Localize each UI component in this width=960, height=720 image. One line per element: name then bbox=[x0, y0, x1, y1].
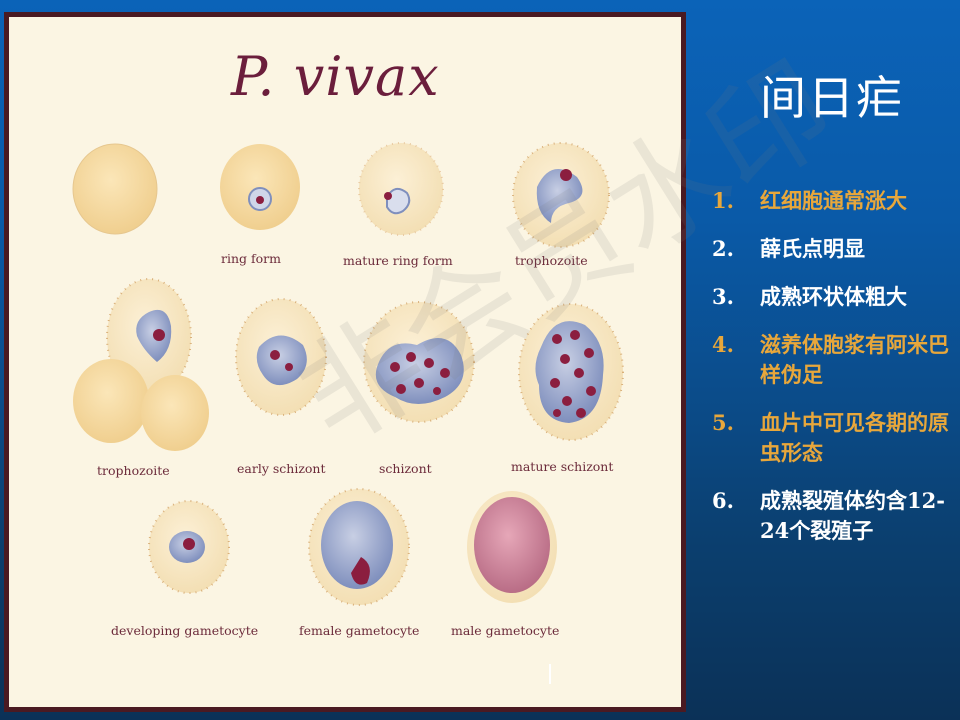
feature-number: 5. bbox=[712, 410, 734, 435]
plate-title: P. vivax bbox=[231, 45, 440, 108]
rbc-lower-left-2 bbox=[141, 375, 209, 451]
feature-text: 成熟裂殖体约含12-24个裂殖子 bbox=[760, 488, 945, 543]
feature-number: 1. bbox=[712, 188, 734, 213]
feature-item-1: 1. 红细胞通常涨大 bbox=[712, 186, 956, 216]
feature-number: 2. bbox=[712, 236, 734, 261]
feature-item-3: 3. 成熟环状体粗大 bbox=[712, 282, 956, 312]
feature-item-4: 4. 滋养体胞浆有阿米巴样伪足 bbox=[712, 330, 956, 390]
label-mature-ring-form: mature ring form bbox=[343, 253, 453, 268]
feature-number: 6. bbox=[712, 488, 734, 513]
label-trophozoite-left: trophozoite bbox=[97, 463, 170, 478]
slide-title: 间日疟 bbox=[760, 71, 904, 125]
label-female-gametocyte: female gametocyte bbox=[299, 623, 420, 638]
feature-text: 成熟环状体粗大 bbox=[760, 284, 907, 309]
feature-list: 1. 红细胞通常涨大 2. 薛氏点明显 3. 成熟环状体粗大 4. 滋养体胞浆有… bbox=[712, 186, 956, 564]
label-trophozoite-top: trophozoite bbox=[515, 253, 588, 268]
parasite-illustration-plate: P. vivax ring form mature ring form trop… bbox=[4, 12, 686, 712]
label-mature-schizont: mature schizont bbox=[511, 459, 614, 474]
feature-text: 滋养体胞浆有阿米巴样伪足 bbox=[760, 332, 949, 387]
label-schizont: schizont bbox=[379, 461, 432, 476]
feature-text: 红细胞通常涨大 bbox=[760, 188, 907, 213]
normal-rbc bbox=[72, 143, 158, 235]
feature-item-6: 6. 成熟裂殖体约含12-24个裂殖子 bbox=[712, 486, 956, 546]
feature-text: 薛氏点明显 bbox=[760, 236, 865, 261]
label-male-gametocyte: male gametocyte bbox=[451, 623, 560, 638]
feature-item-5: 5. 血片中可见各期的原虫形态 bbox=[712, 408, 956, 468]
label-early-schizont: early schizont bbox=[237, 461, 326, 476]
label-developing-gametocyte: developing gametocyte bbox=[111, 623, 259, 638]
feature-item-2: 2. 薛氏点明显 bbox=[712, 234, 956, 264]
label-ring-form: ring form bbox=[221, 251, 281, 266]
tick-mark bbox=[549, 664, 551, 684]
feature-number: 4. bbox=[712, 332, 734, 357]
feature-number: 3. bbox=[712, 284, 734, 309]
feature-text: 血片中可见各期的原虫形态 bbox=[760, 410, 949, 465]
cell-drawings bbox=[72, 142, 624, 606]
rbc-lower-left-1 bbox=[73, 359, 149, 443]
